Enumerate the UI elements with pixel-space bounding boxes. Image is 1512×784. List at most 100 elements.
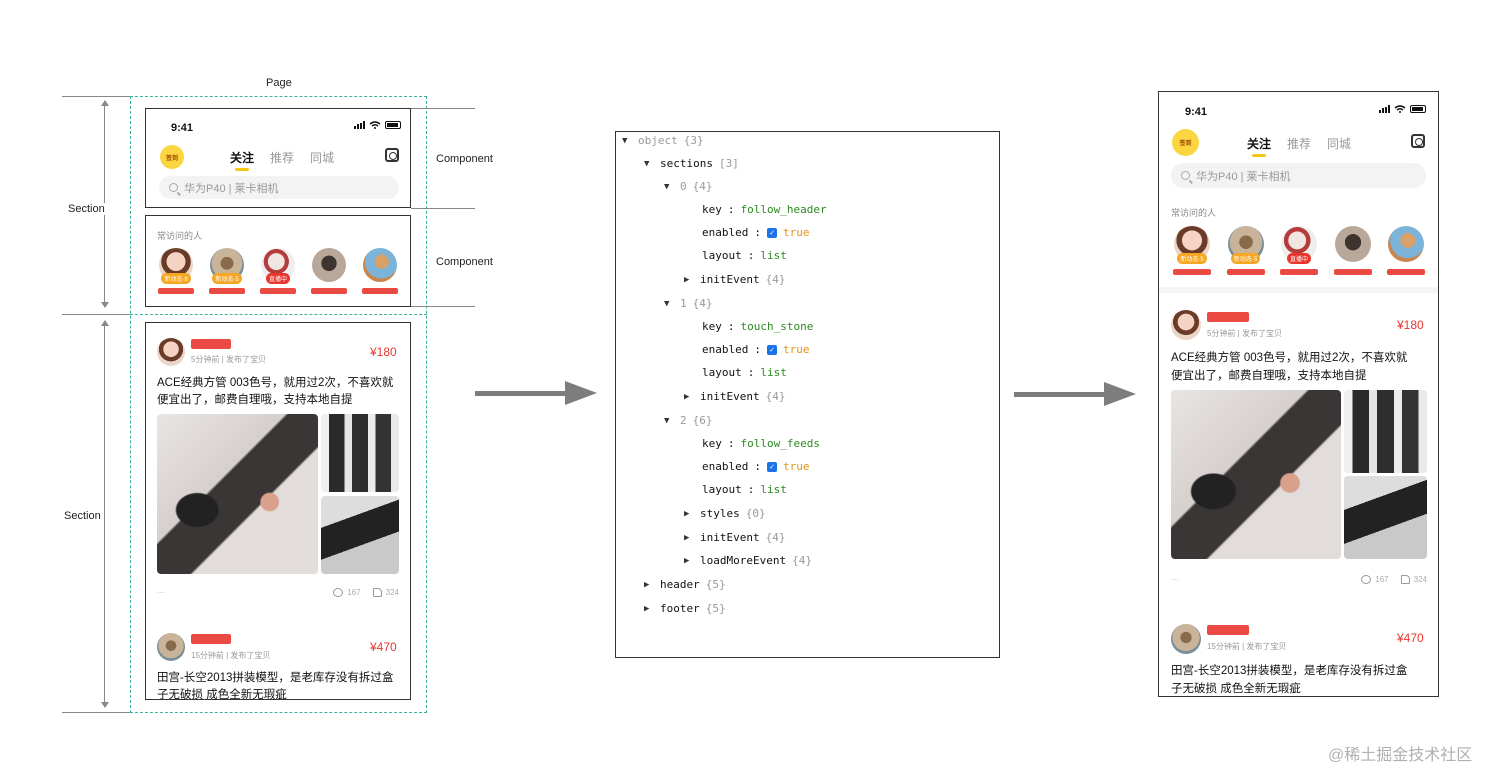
avatar[interactable] [1171,310,1201,340]
tree-bool-value: true [782,226,810,239]
tree-item-1[interactable]: ▼1{4} [664,297,713,310]
arrow-down-icon [101,302,109,308]
scan-icon[interactable] [1411,134,1425,148]
person-item[interactable]: 新动态·5 [1173,226,1211,275]
comment-button[interactable]: 167 [1361,575,1389,584]
comment-icon [333,588,344,597]
person-item[interactable]: 直播中 [1280,226,1318,275]
json-tree-panel: ▼object{3} ▼sections[3] ▼0{4} key:follow… [615,131,1000,658]
tree-key: footer [660,602,700,615]
tree-field-initevent[interactable]: ▶initEvent{4} [684,390,785,403]
checkbox-icon[interactable]: ✓ [766,227,777,238]
avatar[interactable] [157,338,185,366]
person-item[interactable] [362,248,398,294]
tab-follow[interactable]: 关注 [230,151,255,171]
more-icon[interactable]: ··· [157,588,165,597]
avatar [1334,226,1371,262]
tree-key: initEvent [700,531,760,544]
feed-main-photo[interactable] [157,414,318,574]
redacted-name [1333,269,1372,275]
search-input[interactable]: 华为P40 | 莱卡相机 [159,176,399,199]
checkbox-icon[interactable]: ✓ [766,344,777,355]
search-icon [1181,171,1190,180]
feed-thumb-photo[interactable] [321,414,399,492]
section-label-bottom: Section [62,510,103,522]
feed-main-photo[interactable] [1171,390,1341,559]
component-guide [411,208,475,209]
person-item[interactable]: 新动态·5 [1226,226,1265,275]
tree-count: {3} [683,134,704,147]
tab-follow[interactable]: 关注 [1247,137,1272,157]
status-time: 9:41 [171,122,194,134]
checkin-button[interactable]: 签到 [160,145,184,169]
tab-local[interactable]: 同城 [1327,137,1352,151]
feed-meta: 5分钟前 | 发布了宝贝 [191,355,266,364]
tree-bool-value: true [782,460,810,473]
feed-thumb-photo[interactable] [1344,390,1427,473]
feed-text-line: ACE经典方管 003色号，就用过2次，不喜欢就 [157,377,394,389]
tree-count: {4} [692,180,713,193]
tree-field-layout: layout:list [702,366,787,379]
tree-field-layout: layout:list [702,249,787,262]
feed-thumb-photo[interactable] [1344,476,1427,559]
arrow-up-icon [101,320,109,326]
live-badge: 直播中 [1286,253,1311,264]
tree-field-styles[interactable]: ▶styles{0} [684,507,766,520]
tree-field-key: key:follow_header [702,203,827,216]
tree-item-2[interactable]: ▼2{6} [664,414,713,427]
more-icon[interactable]: ··· [1171,575,1179,584]
search-icon [169,183,178,192]
arrow-down-icon [101,702,109,708]
avatar[interactable] [1171,624,1201,654]
tree-field-initevent[interactable]: ▶initEvent{4} [684,273,785,286]
search-placeholder: 华为P40 | 莱卡相机 [184,182,279,195]
person-item[interactable]: 新动态·5 [209,248,245,294]
checkin-button[interactable]: 签到 [1172,129,1199,156]
feed-meta: 5分钟前 | 发布了宝贝 [1207,329,1282,338]
person-item[interactable] [1333,226,1372,275]
comment-button[interactable]: 167 [333,588,361,597]
comment-icon [1361,575,1372,584]
tree-index: 1 [680,297,687,310]
redacted-name [362,288,398,294]
tree-item-0[interactable]: ▼0{4} [664,180,713,193]
like-button[interactable]: 324 [372,588,399,597]
tree-field-loadmore[interactable]: ▶loadMoreEvent{4} [684,554,812,567]
people-component: 常访问的人 新动态·8 新动态·5 直播中 [145,215,411,307]
tree-root[interactable]: ▼object{3} [622,134,704,147]
page-label: Page [266,77,292,89]
avatar [1388,226,1424,262]
feed-thumb-photo[interactable] [321,496,399,574]
tab-recommend[interactable]: 推荐 [270,151,295,165]
tree-count: {4} [692,297,713,310]
checkbox-icon[interactable]: ✓ [766,461,777,472]
header-component: 9:41 签到 关注 推荐 同城 华为P40 | 莱卡相机 [145,108,411,208]
person-item[interactable] [1387,226,1425,275]
feed-text-line: 子无破损 成色全新无瑕疵 [157,689,287,700]
status-icons [354,121,401,129]
tree-string-value: touch_stone [740,320,814,333]
tab-recommend[interactable]: 推荐 [1287,137,1312,151]
avatar[interactable] [157,633,185,661]
tree-field-initevent[interactable]: ▶initEvent{4} [684,531,785,544]
like-button[interactable]: 324 [1400,575,1427,584]
feed-meta: 15分钟前 | 发布了宝贝 [191,651,271,660]
tree-footer[interactable]: ▶footer{5} [644,602,726,615]
feed-text-line: 子无破损 成色全新无瑕疵 [1171,683,1301,695]
tree-sections[interactable]: ▼sections[3] [644,157,739,170]
person-item[interactable]: 直播中 [260,248,296,294]
tree-count: {4} [765,531,786,544]
feed-price: ¥470 [370,640,397,654]
person-item[interactable] [311,248,347,294]
tree-key: layout [702,366,742,379]
tree-key: key [702,320,722,333]
arrow-right-icon [1104,382,1136,406]
person-item[interactable]: 新动态·8 [158,248,194,294]
tree-key: header [660,578,700,591]
wifi-icon [369,121,381,129]
tree-header[interactable]: ▶header{5} [644,578,726,591]
tree-count: {5} [705,578,726,591]
search-input[interactable]: 华为P40 | 莱卡相机 [1171,163,1426,188]
tab-local[interactable]: 同城 [310,151,335,165]
scan-icon[interactable] [385,148,399,162]
